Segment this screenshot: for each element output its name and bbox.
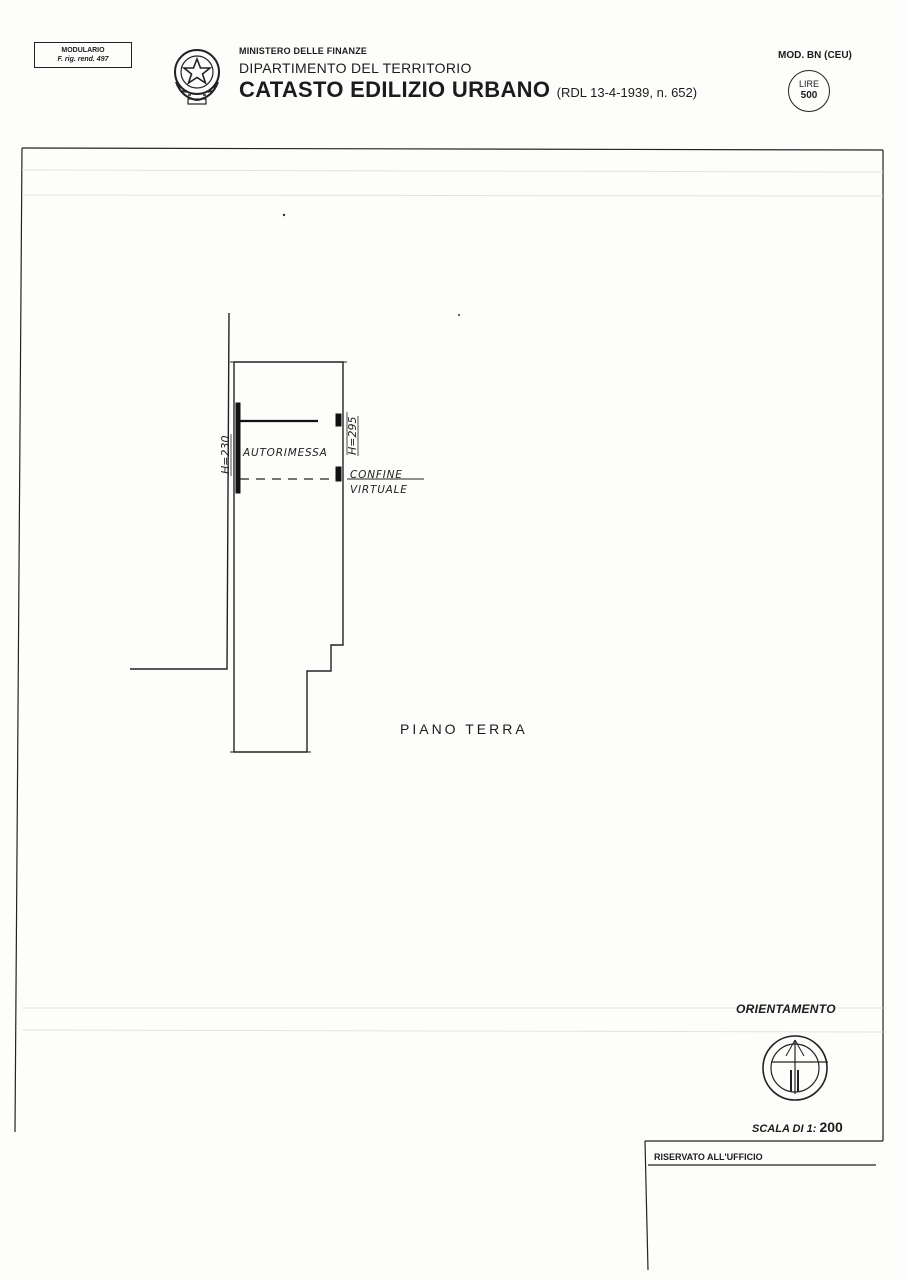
law-reference: (RDL 13-4-1939, n. 652) [556,85,698,100]
office-reserved-label: RISERVATO ALL'UFFICIO [654,1152,763,1162]
title-text: CATASTO EDILIZIO URBANO [239,77,551,102]
stamp-currency: LIRE [798,79,819,89]
scale-value: 200 [819,1119,843,1135]
model-code: MOD. BN (CEU) [778,50,852,61]
garage-south-jamb [335,466,342,482]
modulario-label: MODULARIO [61,47,105,54]
modulario-box: MODULARIO F. rig. rend. 497 [34,42,132,68]
parcel-outline-west [130,312,230,670]
scale-prefix: SCALA DI 1: [752,1123,817,1135]
garage-west-wall [235,402,241,494]
boundary-label-line2: VIRTUALE [350,484,408,496]
stamp-value: 500 [800,90,818,101]
boundary-label-line1: CONFINE [350,469,403,481]
ministry-name: MINISTERO DELLE FINANZE [239,46,368,56]
office-box-left [644,1140,649,1271]
frame-left [14,147,23,1133]
fee-stamp: LIRE 500 [788,70,830,112]
modulario-form-number: F. rig. rend. 497 [57,56,109,63]
height-right-label: H=295 [346,417,359,455]
compass-icon [762,1035,828,1101]
height-left-label: H=230 [219,436,232,474]
frame-top [21,147,884,151]
department-name: DIPARTIMENTO DEL TERRITORIO [239,60,472,76]
building-outline [233,361,344,753]
room-label: AUTORIMESSA [242,447,328,459]
republic-emblem-icon [174,49,220,105]
floor-label: PIANO TERRA [400,721,528,737]
document-title: CATASTO EDILIZIO URBANO (RDL 13-4-1939, … [239,77,697,103]
orientation-label: ORIENTAMENTO [736,1002,836,1016]
garage-north-jamb [335,413,342,427]
scale-label: SCALA DI 1: 200 [752,1119,843,1135]
